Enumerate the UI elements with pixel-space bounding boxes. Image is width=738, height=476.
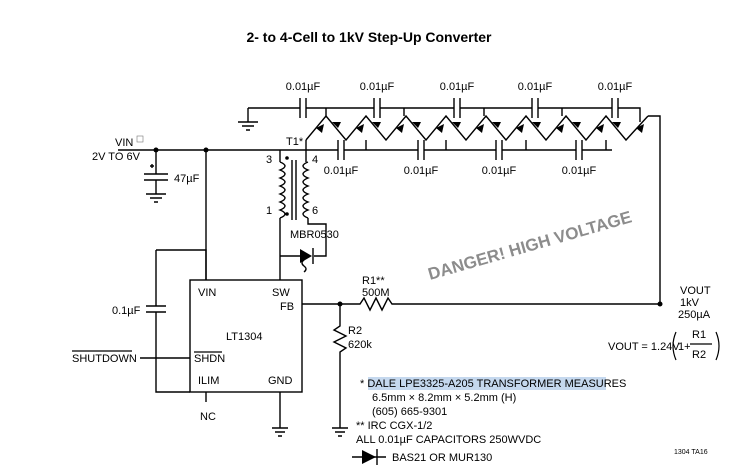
lt1304-ic [189,279,303,393]
r1-value: 500M [362,287,390,299]
danger-label: DANGER! HIGH VOLTAGE [426,207,634,283]
note-1: * DALE LPE3325-A205 TRANSFORMER MEASURES [360,378,626,390]
cap-label-bottom-2: 0.01µF [404,165,439,177]
r1-label: R1** [362,275,385,287]
input-capacitor-47uf [144,150,168,203]
equation-paren-left [672,331,677,361]
bottom-capacitor-chain [305,140,612,160]
note-2: 6.5mm × 8.2mm × 5.2mm (H) [372,392,516,404]
cap-label-top-5: 0.01µF [598,81,633,93]
note-3: (605) 665-9301 [372,406,447,418]
pin-nc-label: NC [200,411,216,423]
vin-label: VIN [115,137,133,149]
ic-name-label: LT1304 [226,331,263,343]
cap-label-bottom-1: 0.01µF [324,165,359,177]
shutdown-label: SHUTDOWN [72,353,137,365]
transformer-label: T1* [286,136,304,148]
diode-legend-text: BAS21 OR MUR130 [392,452,492,464]
input-cap-label: 47µF [174,173,200,185]
pin-1-label: 1 [266,205,272,217]
equation-r2: R2 [692,349,706,361]
pin-ilim-label: ILIM [198,375,219,387]
vin-marker [136,135,144,143]
diagram-title: 2- to 4-Cell to 1kV Step-Up Converter [246,29,492,45]
pin-fb-label: FB [280,301,294,313]
cap-label-bottom-4: 0.01µF [562,165,597,177]
pin-shdn-label: SHDN [194,353,225,365]
diode-legend-symbol [352,449,386,465]
equation-text: VOUT = 1.24V [608,341,680,353]
pin-sw-label: SW [272,287,290,299]
cap-01uf-label: 0.1µF [112,305,141,317]
note-highlight [368,377,606,390]
equation-r1: R1 [692,329,706,341]
pin-gnd-label: GND [268,375,293,387]
cap-label-top-2: 0.01µF [360,81,395,93]
cap-label-top-3: 0.01µF [440,81,475,93]
r2-value: 620k [348,339,372,351]
cap-label-top-1: 0.01µF [286,81,321,93]
transformer-t1 [278,150,327,242]
r2-label: R2 [348,325,362,337]
schottky-label: MBR0530 [290,229,339,241]
vout-equation: VOUT = 1.24V 1+ R1 R2 [608,329,720,361]
vin-range-label: 2V TO 6V [92,151,141,163]
pin-4-label: 4 [312,154,318,166]
ground-symbol-top [238,108,258,131]
cap-label-top-4: 0.01µF [518,81,553,93]
input-rail [118,147,306,153]
ic-wiring [140,150,288,437]
top-capacitor-chain [248,98,641,122]
note-5: ALL 0.01µF CAPACITORS 250WVDC [356,434,541,446]
feedback-network [302,296,663,437]
diode-multiplier-chain [305,114,661,304]
vout-label: VOUT [680,285,711,297]
cap-label-bottom-3: 0.01µF [482,165,517,177]
schottky-diode-mbr0530 [279,224,327,280]
pin-6-label: 6 [312,205,318,217]
vout-current: 250µA [678,309,711,321]
vout-voltage: 1kV [680,297,700,309]
note-4: ** IRC CGX-1/2 [356,420,432,432]
pin-3-label: 3 [266,154,272,166]
figure-code: 1304 TA16 [674,449,708,456]
equation-paren-right [715,331,720,361]
equation-one-plus: 1+ [678,341,691,353]
pin-vin-label: VIN [198,287,216,299]
